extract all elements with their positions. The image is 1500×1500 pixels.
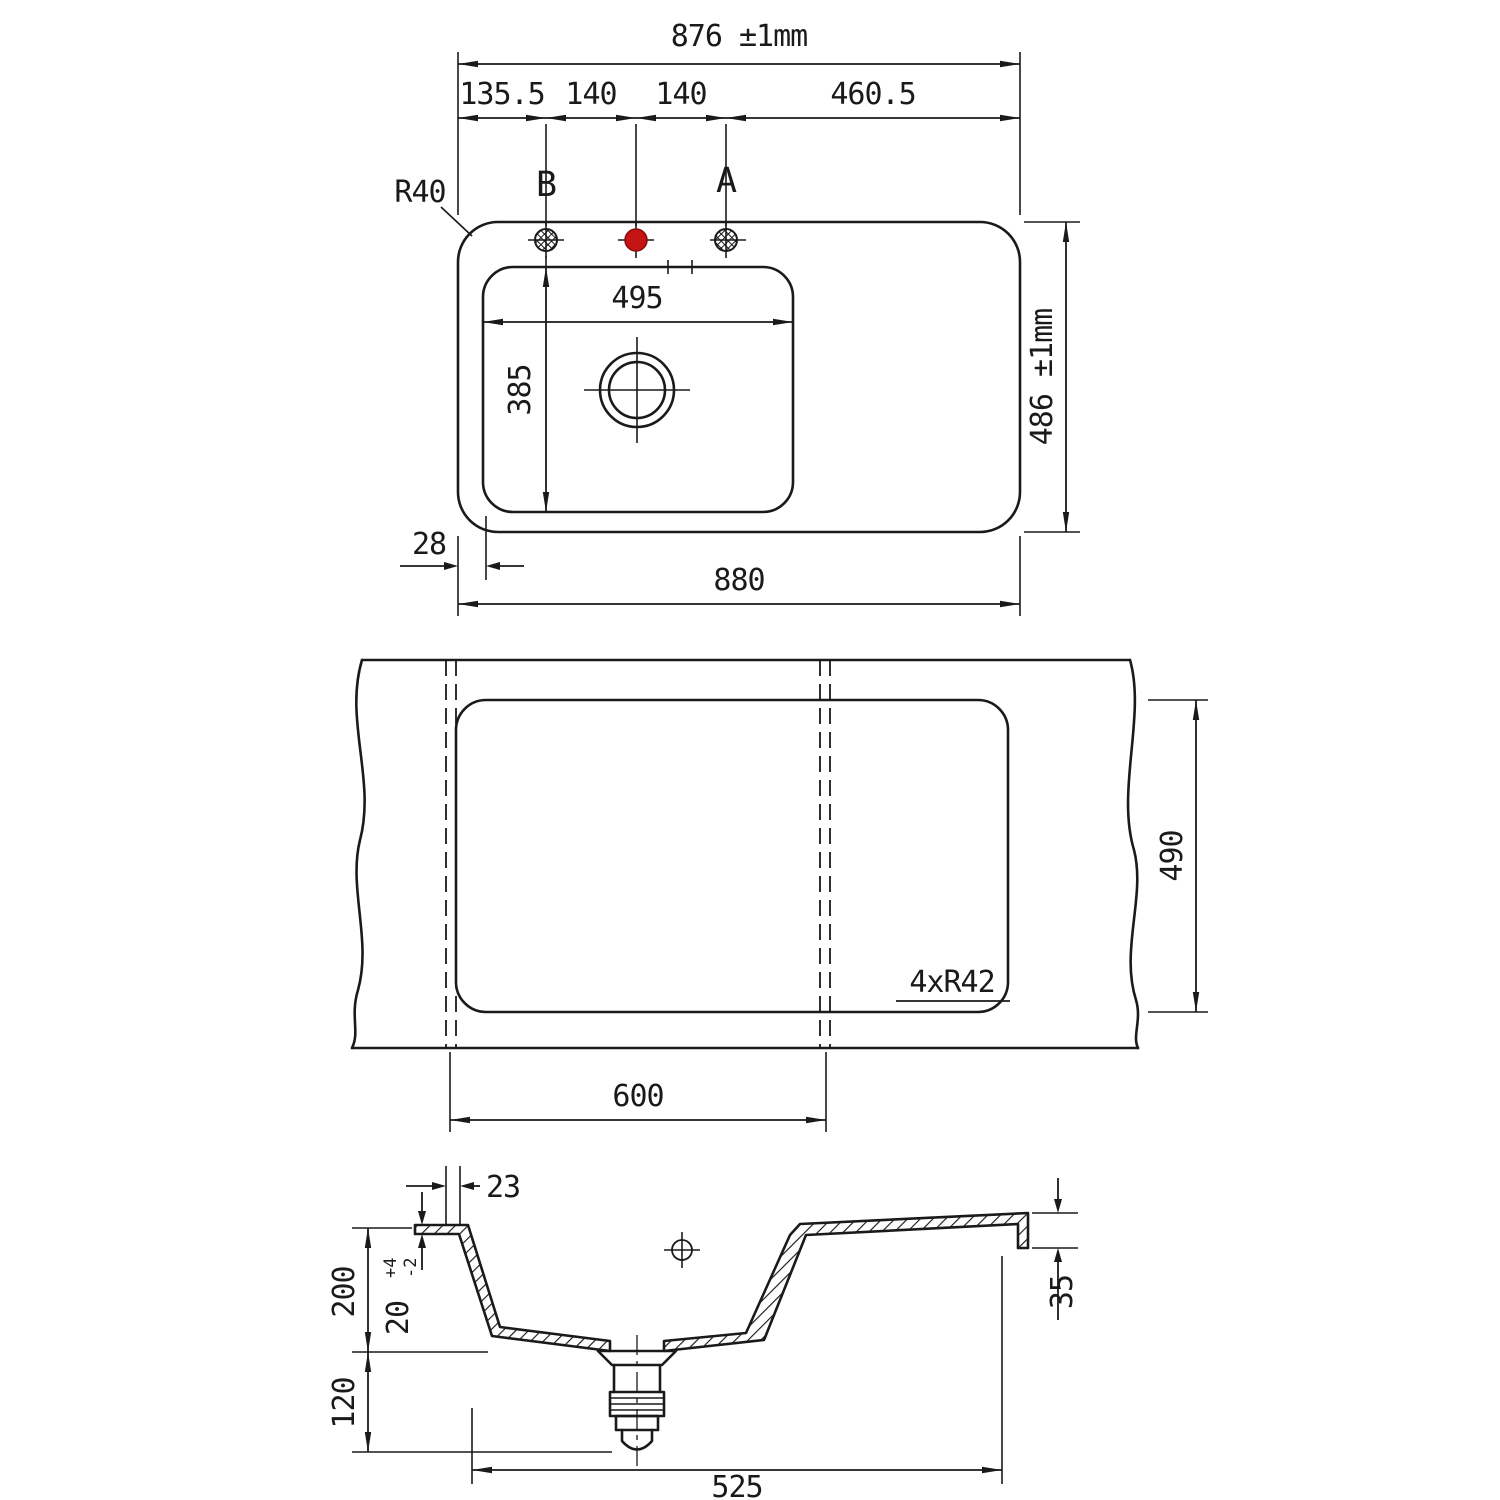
dim-drainer-edge-35: 35 — [1032, 1178, 1080, 1320]
drain-circle-inner — [607, 360, 667, 420]
dim-overall-width: 876 ±1mm — [457, 19, 1021, 215]
dim-under-depth-120: 120 — [327, 1352, 612, 1453]
cutout-radius-callout: 4xR42 — [896, 965, 1010, 1002]
section-left-wall — [413, 1223, 612, 1353]
top-view: 876 ±1mm 135.5 140 140 460.5 R40 B A 495 — [394, 19, 1080, 616]
counter-break-right — [1126, 658, 1140, 1050]
dim-cutout-offset-text: 23 — [486, 1170, 520, 1205]
dim-under-depth-text: 120 — [327, 1377, 362, 1428]
drain-nut — [614, 1414, 660, 1432]
dim-overall-depth-text: 486 ±1mm — [1025, 309, 1060, 446]
dim-seg1-text: 135.5 — [459, 77, 544, 112]
corner-radius-callout: R40 — [394, 175, 473, 237]
hole-b-circle — [534, 228, 558, 252]
dim-bowl-width: 495 — [483, 281, 793, 326]
dim-seg3-text: 140 — [655, 77, 706, 112]
section-right-wall-drainboard — [662, 1211, 1030, 1353]
cutout-radius-text: 4xR42 — [909, 965, 994, 1000]
section-tap-hole-circle — [671, 1239, 693, 1261]
dim-hole-segments: 135.5 140 140 460.5 — [458, 77, 1020, 226]
dim-rim-tol-minus: -2 — [401, 1258, 421, 1278]
drain-outlet — [620, 1428, 654, 1451]
dim-seg4-text: 460.5 — [830, 77, 915, 112]
bowl-outline — [481, 265, 795, 514]
drain-circle-outer — [598, 351, 676, 429]
dim-overall-width-text: 876 ±1mm — [671, 19, 808, 54]
tap-hole-a — [710, 222, 746, 258]
drain-flange — [596, 1349, 678, 1367]
tap-hole-center-marked — [618, 222, 654, 258]
dim-cutout-depth: 490 — [1148, 699, 1208, 1013]
dim-rim-value: 20 — [381, 1301, 416, 1335]
tap-hole-b — [528, 222, 564, 258]
dim-overall-length-text: 880 — [713, 563, 764, 598]
dim-drainer-edge-text: 35 — [1045, 1275, 1080, 1309]
hole-marked-red-circle — [624, 228, 648, 252]
dim-cutout-offset-23: 23 — [406, 1166, 521, 1225]
dim-cutout-width: 600 — [449, 1052, 827, 1132]
dim-bowl-height-text: 385 — [503, 364, 538, 415]
dim-bowl-width-text: 495 — [611, 281, 662, 316]
dim-bottom-width-525: 525 — [471, 1256, 1003, 1500]
overflow-ticks — [667, 260, 693, 274]
dim-bowl-height: 385 — [503, 256, 550, 512]
hole-a-circle — [714, 228, 738, 252]
radius-label: R40 — [394, 175, 445, 210]
cutout-outline — [454, 698, 1010, 1014]
sink-outline — [456, 220, 1022, 534]
counter-break-left — [350, 658, 366, 1050]
dim-bottom-width-text: 525 — [711, 1470, 762, 1500]
dim-seg2-text: 140 — [565, 77, 616, 112]
section-view: 200 20 +4 -2 120 3 — [327, 1178, 1080, 1500]
dim-cutout-width-text: 600 — [612, 1079, 663, 1114]
cutout-view: 4xR42 490 600 23 — [350, 658, 1208, 1225]
dim-bowl-depth-200: 200 — [327, 1227, 488, 1353]
hidden-edge-lines — [445, 660, 831, 1048]
dim-rim-thickness: 20 +4 -2 — [381, 1192, 426, 1335]
hole-b-label: B — [536, 165, 556, 205]
dim-bowl-depth-text: 200 — [327, 1266, 362, 1317]
dim-cutout-depth-text: 490 — [1155, 830, 1190, 881]
drain-assembly — [596, 1335, 678, 1466]
drain-symbol — [584, 337, 690, 443]
hole-a-label: A — [716, 161, 737, 201]
dim-rim-tol-plus: +4 — [381, 1258, 401, 1278]
section-tap-hole — [664, 1232, 700, 1268]
dim-edge-offset-text: 28 — [412, 527, 446, 562]
dim-overall-depth: 486 ±1mm — [1024, 221, 1080, 533]
dim-overall-length: 880 — [458, 536, 1021, 616]
